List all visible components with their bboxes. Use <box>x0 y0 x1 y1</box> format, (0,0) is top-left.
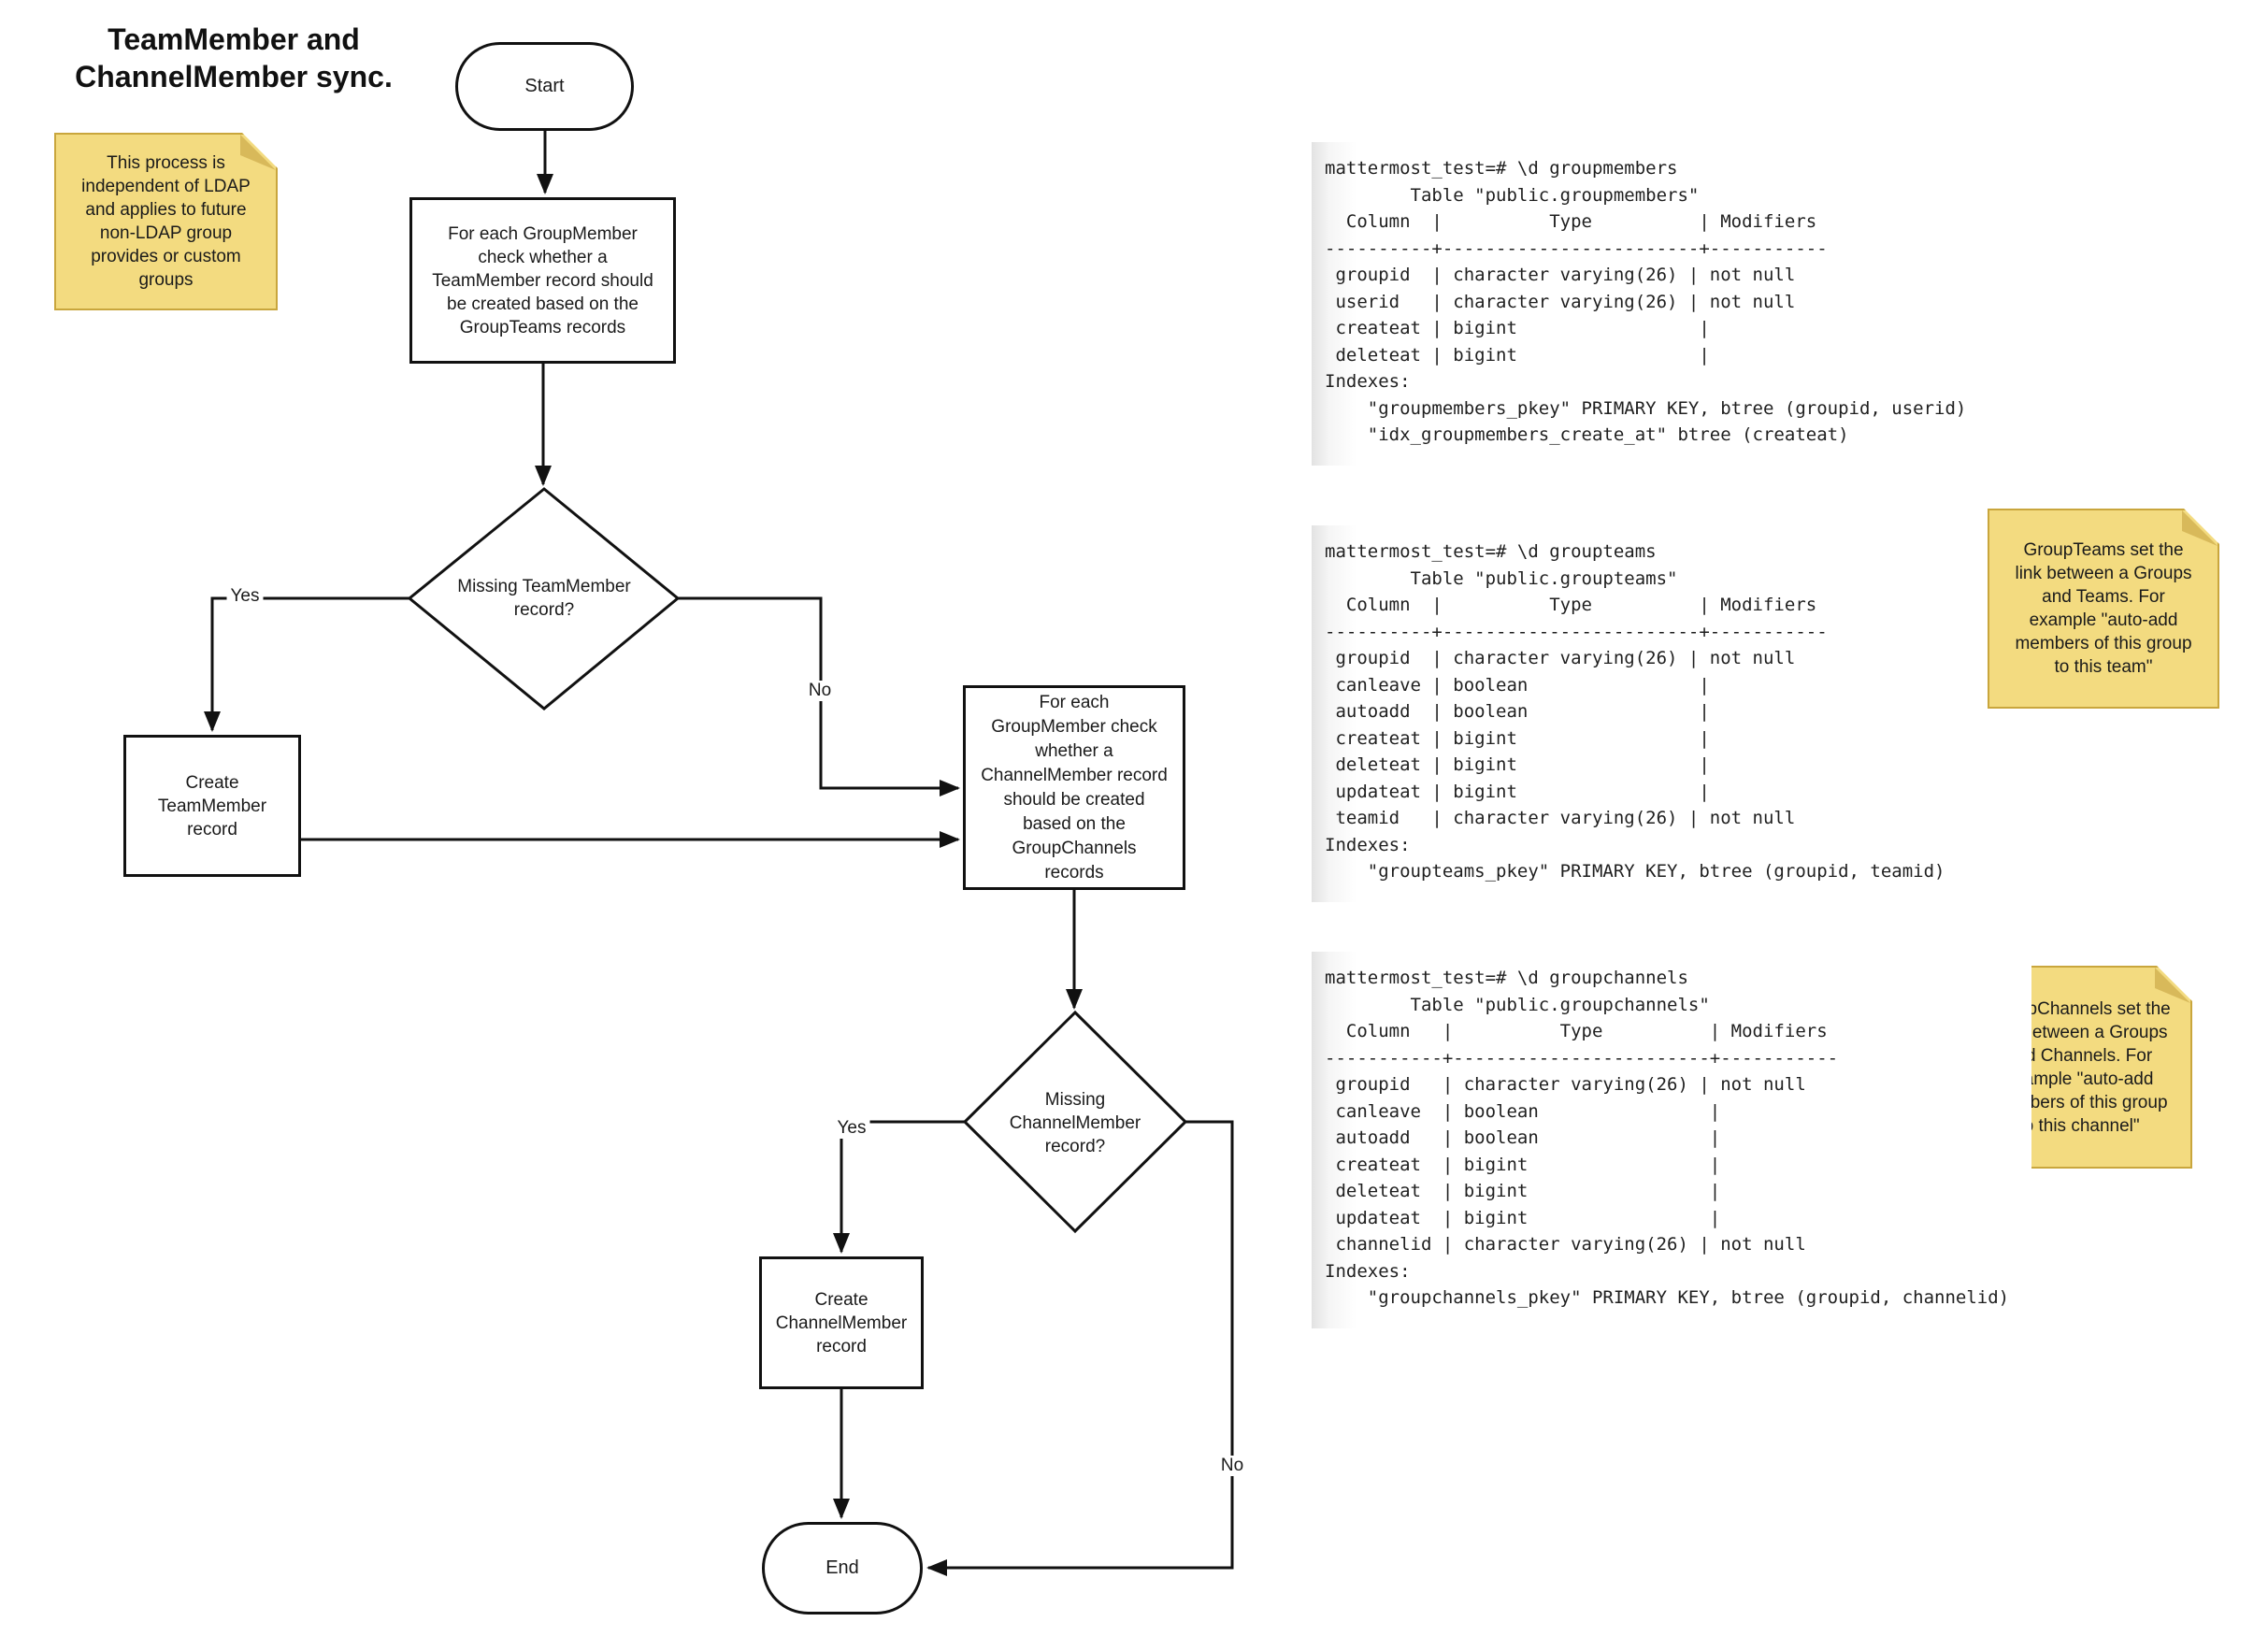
edge-label-no-1: No <box>804 681 836 701</box>
codeblock-groupchannels-text: mattermost_test=# \d groupchannels Table… <box>1325 968 2010 1308</box>
decision2-diamond <box>962 1010 1188 1234</box>
start-node: Start <box>455 42 634 131</box>
edge-decision1-yes <box>204 596 409 732</box>
edge-label-yes-1: Yes <box>226 586 264 607</box>
sticky-note-groupteams: GroupTeams set the link between a Groups… <box>1988 509 2219 709</box>
process-check-channelmember: For each GroupMember check whether a Cha… <box>963 685 1185 890</box>
decision-missing-channelmember-label: Missing ChannelMember record? <box>1009 1089 1141 1156</box>
sticky-note-groupteams-text: GroupTeams set the link between a Groups… <box>2015 540 2192 677</box>
codeblock-groupteams-text: mattermost_test=# \d groupteams Table "p… <box>1325 541 1945 882</box>
codeblock-groupchannels: mattermost_test=# \d groupchannels Table… <box>1312 952 2032 1328</box>
codeblock-groupmembers: mattermost_test=# \d groupmembers Table … <box>1312 142 1989 466</box>
process-check-teammember: For each GroupMember check whether a Tea… <box>409 197 676 364</box>
codeblock-groupmembers-text: mattermost_test=# \d groupmembers Table … <box>1325 158 1967 445</box>
process-check-teammember-label: For each GroupMember check whether a Tea… <box>432 223 653 337</box>
diagram-title: TeamMember and ChannelMember sync. <box>75 22 393 93</box>
end-node: End <box>762 1522 923 1614</box>
process-create-channelmember-label: Create ChannelMember record <box>775 1289 908 1356</box>
process-create-teammember-label: Create TeamMember record <box>157 772 267 840</box>
process-create-teammember: Create TeamMember record <box>123 735 301 877</box>
decision1-diamond <box>407 487 681 710</box>
end-node-label: End <box>825 1557 859 1578</box>
edge-decision2-no <box>926 1120 1234 1576</box>
edge-decision2-yes <box>833 1120 965 1254</box>
process-check-channelmember-label: For each GroupMember check whether a Cha… <box>981 692 1168 883</box>
sticky-note-ldap: This process is independent of LDAP and … <box>54 133 278 310</box>
start-node-label: Start <box>524 76 565 96</box>
process-create-channelmember: Create ChannelMember record <box>759 1256 924 1389</box>
sticky-note-ldap-text: This process is independent of LDAP and … <box>81 153 251 290</box>
decision-missing-teammember-label: Missing TeamMember record? <box>457 577 631 620</box>
edge-label-yes-2: Yes <box>833 1118 870 1139</box>
edge-label-no-2: No <box>1216 1456 1248 1476</box>
codeblock-groupteams: mattermost_test=# \d groupteams Table "p… <box>1312 525 1968 902</box>
